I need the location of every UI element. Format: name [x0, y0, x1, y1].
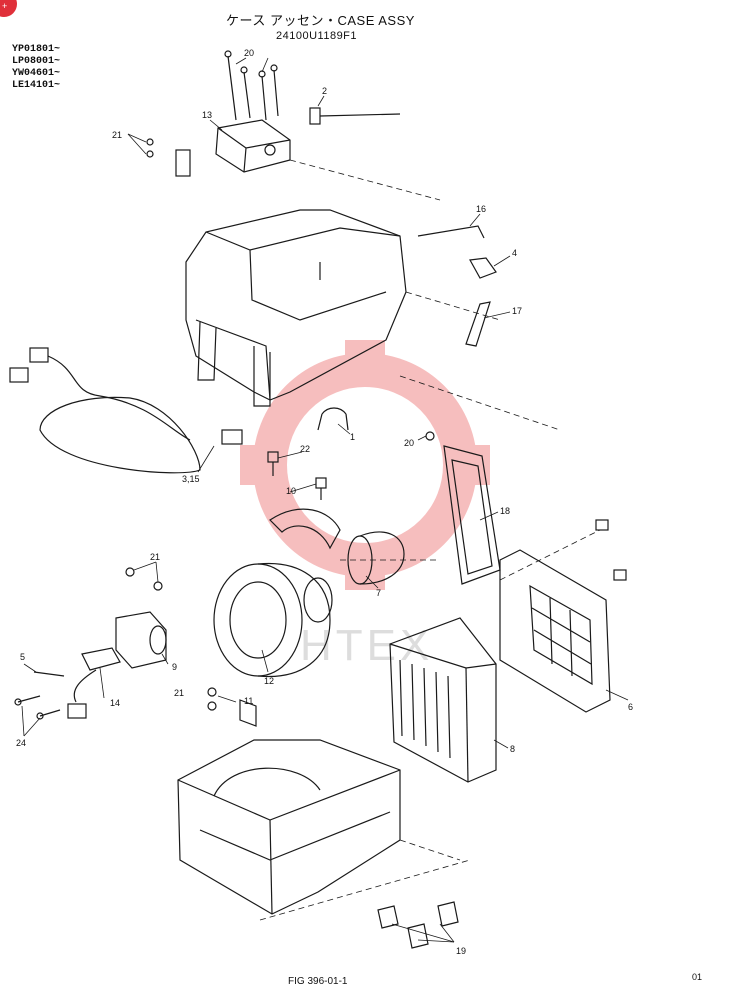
- corner-badge-icon: +: [0, 0, 17, 17]
- callout-10: 10: [286, 486, 296, 496]
- lever-part-17: [465, 301, 491, 347]
- callout-8: 8: [510, 744, 515, 754]
- svg-text:+: +: [2, 1, 7, 11]
- motor-bracket-part-9: [115, 611, 167, 669]
- callout-12: 12: [264, 676, 274, 686]
- blower-fan-part-12: [213, 562, 333, 678]
- diagram-title: ケース アッセン・CASE ASSY: [226, 13, 415, 28]
- serial-range-4: LE14101~: [12, 80, 61, 91]
- callout-16: 16: [476, 204, 486, 214]
- callout-13: 13: [202, 110, 212, 120]
- upper-case-housing: [185, 209, 407, 407]
- pin-part-5: [33, 671, 65, 677]
- serial-range-1: YP01801~: [12, 44, 61, 55]
- callout-20-top: 20: [244, 48, 254, 58]
- rod-part-16: [417, 225, 485, 239]
- callout-2: 2: [322, 86, 327, 96]
- callout-3-15: 3,15: [182, 474, 200, 484]
- callout-21-low: 21: [174, 688, 184, 698]
- callout-1: 1: [350, 432, 355, 442]
- serial-range-3: YW04601~: [12, 68, 61, 79]
- clip-set-19: [377, 901, 459, 949]
- callout-4: 4: [512, 248, 517, 258]
- callout-14: 14: [110, 698, 120, 708]
- callout-18: 18: [500, 506, 510, 516]
- callout-9: 9: [172, 662, 177, 672]
- callout-7: 7: [376, 588, 381, 598]
- heater-core-part-8: [389, 617, 497, 783]
- screw-set-24: [14, 695, 61, 720]
- screw-part-right: [595, 519, 627, 581]
- callout-24: 24: [16, 738, 26, 748]
- bracket-part-21-top: [146, 138, 191, 177]
- clip-part-4: [469, 257, 497, 279]
- actuator-part-13: [215, 119, 291, 173]
- resistor-part-14: [67, 647, 121, 719]
- page-number: 01: [692, 972, 703, 982]
- callout-19: 19: [456, 946, 466, 956]
- bracket-part-11: [207, 687, 257, 727]
- alignment-lines: [259, 159, 601, 921]
- figure-number: FIG 396-01-1: [288, 976, 348, 987]
- filter-cover-part-6: [499, 549, 611, 713]
- callout-17: 17: [512, 306, 522, 316]
- part-number: 24100U1189F1: [276, 30, 358, 42]
- serial-range-2: LP08001~: [12, 56, 61, 67]
- watermark-text: HTEX: [300, 621, 433, 670]
- leader-lines: [21, 57, 629, 943]
- screw-part-22-10: [267, 451, 327, 500]
- sensor-part-2: [309, 107, 401, 125]
- callout-6: 6: [628, 702, 633, 712]
- callout-20-mid: 20: [404, 438, 414, 448]
- screw-set-20: [224, 50, 279, 121]
- callout-5: 5: [20, 652, 25, 662]
- callout-21-top: 21: [112, 130, 122, 140]
- screw-part-21-mid: [125, 567, 135, 577]
- callout-22: 22: [300, 444, 310, 454]
- clamp-part-1: [317, 407, 349, 431]
- callout-11: 11: [244, 696, 253, 706]
- screw-part-20: [425, 431, 435, 441]
- screw-part-21-mid-b: [153, 581, 163, 591]
- band-clamp: [269, 508, 341, 550]
- callout-21-mid: 21: [150, 552, 160, 562]
- wire-harness-part-3-15: [9, 347, 243, 474]
- lower-case-housing: [177, 739, 401, 915]
